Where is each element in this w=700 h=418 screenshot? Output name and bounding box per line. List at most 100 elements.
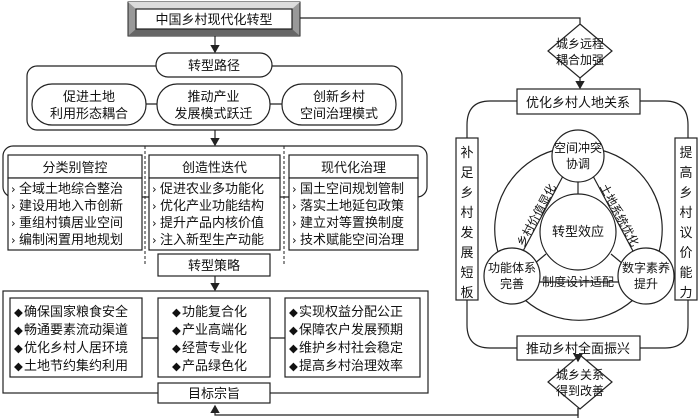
- goal-item: 畅通要素流动渠道: [24, 323, 128, 338]
- bullet-icon: ◆: [172, 359, 181, 373]
- bullet-icon: ›: [11, 199, 16, 213]
- top-diamond: [547, 23, 613, 79]
- bottom-diamond: [547, 354, 613, 410]
- path-item: [156, 83, 271, 126]
- goal-item: 功能复合化: [182, 305, 247, 320]
- top-box-text: 优化乡村人地关系: [526, 96, 630, 111]
- strategy-item: 建立对等置换制度: [300, 215, 404, 231]
- strategy-item: 技术赋能空间治理: [300, 233, 404, 248]
- center-circle: [539, 193, 617, 271]
- goal-item: 确保国家粮食安全: [24, 304, 128, 320]
- node-bottom-left: 功能体系 完善: [483, 247, 541, 305]
- strategy-item: 重组村镇居业空间: [19, 215, 123, 231]
- bullet-icon: ◆: [14, 323, 23, 337]
- connector-title-right: [300, 17, 581, 26]
- strategy-item: 落实土地延包政策: [300, 198, 404, 214]
- strategy-item: 提升产品内核价值: [160, 215, 264, 231]
- bullet-icon: ◆: [289, 323, 298, 337]
- strategy-item: 国土空间规划管制: [300, 182, 404, 197]
- strategy-header-text: 分类别管控: [42, 161, 107, 176]
- bullet-icon: ›: [152, 233, 157, 247]
- goal-item: 产业高端化: [182, 322, 247, 338]
- bottom-diamond-line2: 得到改善: [556, 383, 604, 398]
- bullet-icon: ›: [152, 216, 157, 230]
- node-text: 完善: [500, 276, 524, 291]
- bullet-icon: ◆: [289, 359, 298, 373]
- bullet-icon: ›: [11, 182, 16, 196]
- bullet-icon: ◆: [172, 323, 181, 337]
- goal-box: [9, 297, 143, 378]
- bullet-icon: ◆: [14, 305, 23, 319]
- right-box: [674, 137, 698, 301]
- bullet-icon: ›: [11, 233, 16, 247]
- bullet-icon: ◆: [14, 359, 23, 373]
- path-item-line2: 发展模式跃迁: [174, 106, 252, 122]
- bullet-icon: ›: [11, 216, 16, 230]
- top-diamond-line2: 耦合加强: [556, 52, 604, 67]
- path-item-line2: 空间治理模式: [300, 107, 378, 122]
- goal-label-box: [157, 382, 271, 404]
- right-box-text: 提高乡村议价能力: [679, 145, 692, 301]
- left-box-text: 补足乡村发展短板: [460, 146, 473, 301]
- path-item-line1: 促进土地: [63, 90, 115, 105]
- title-text: 中国乡村现代化转型: [155, 13, 272, 28]
- goal-item: 土地节约集约利用: [24, 358, 128, 374]
- center-text: 转型效应: [552, 224, 604, 240]
- goal-box: [157, 297, 271, 378]
- strategy-item: 全域土地综合整治: [19, 181, 123, 197]
- node-top: 空间冲突 协调: [551, 129, 605, 183]
- node-text: 提升: [634, 276, 658, 291]
- bullet-icon: ◆: [14, 341, 23, 355]
- bullet-icon: ◆: [289, 341, 298, 355]
- bullet-icon: ◆: [289, 305, 298, 319]
- goal-label: 目标宗旨: [188, 386, 240, 402]
- path-label-pill: [155, 52, 273, 78]
- goal-box: [284, 297, 421, 378]
- title-box: 中国乡村现代化转型: [127, 1, 301, 37]
- bullet-icon: ›: [152, 182, 157, 196]
- strategy-list: [7, 177, 143, 251]
- connector-bottom: [210, 404, 579, 416]
- goal-item: 产品绿色化: [182, 358, 247, 374]
- node-text: 数字素养: [622, 260, 670, 275]
- top-box: [516, 88, 641, 115]
- bottom-diamond-line1: 城乡关系: [556, 368, 604, 382]
- node-text: 协调: [566, 156, 590, 171]
- bottom-box-text: 推动乡村全面振兴: [526, 341, 630, 357]
- strategy-list: [288, 177, 419, 251]
- path-item: [281, 83, 397, 126]
- node-text: 功能体系: [488, 261, 536, 275]
- strategy-item: 促进农业多功能化: [160, 181, 264, 197]
- node-bottom-right: 数字素养 提升: [617, 247, 675, 305]
- strategy-label: 转型策略: [188, 258, 240, 274]
- strategy-item: 优化产业功能结构: [160, 199, 264, 214]
- path-label: 转型路径: [188, 58, 240, 74]
- goal-item: 实现权益分配公正: [299, 304, 403, 320]
- bullet-icon: ›: [292, 199, 297, 213]
- goal-item: 经营专业化: [182, 341, 247, 356]
- goal-item: 提高乡村治理效率: [299, 358, 403, 374]
- strategy-item: 编制闲置用地规划: [19, 233, 123, 248]
- node-text: 空间冲突: [554, 140, 602, 155]
- strategy-header-text: 创造性迭代: [182, 161, 247, 176]
- goal-item: 优化乡村人居环境: [24, 341, 128, 356]
- bullet-icon: ›: [152, 199, 157, 213]
- goal-item: 维护乡村社会稳定: [299, 340, 403, 356]
- edge-label-bottom: 制度设计适配: [542, 274, 614, 289]
- left-box: [455, 137, 479, 301]
- bullet-icon: ›: [292, 182, 297, 196]
- strategy-label-box: [157, 253, 271, 277]
- strategy-item: 注入新型生产动能: [160, 232, 264, 248]
- bullet-icon: ›: [292, 233, 297, 247]
- strategy-list: [148, 177, 281, 251]
- path-item-line1: 创新乡村: [313, 89, 365, 105]
- goal-item: 保障农户发展预期: [299, 322, 403, 338]
- bullet-icon: ◆: [172, 305, 181, 319]
- top-diamond-line1: 城乡远程: [556, 36, 604, 51]
- bullet-icon: ◆: [172, 341, 181, 355]
- strategy-item: 建设用地入市创新: [19, 198, 123, 214]
- path-item: [31, 83, 147, 126]
- strategy-header-text: 现代化治理: [321, 161, 386, 176]
- path-item-line2: 利用形态耦合: [50, 107, 128, 122]
